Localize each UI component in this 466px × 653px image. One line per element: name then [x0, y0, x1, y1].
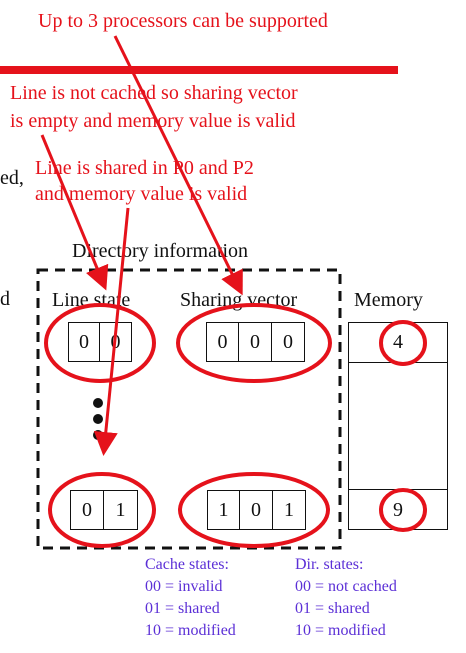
- line-state-bit: 1: [104, 490, 138, 530]
- memory-value-ellipse: [379, 488, 427, 532]
- cache-states-title: Cache states:: [145, 556, 229, 573]
- arrow: [113, 35, 243, 296]
- dir-states-title: Dir. states:: [295, 556, 364, 573]
- slide-text-fragment: ed,: [0, 167, 24, 189]
- arrow: [40, 134, 109, 291]
- processors-annotation: Up to 3 processors can be supported: [38, 10, 328, 32]
- line-state-ellipse: [48, 472, 156, 548]
- ellipsis-dot: [93, 398, 103, 408]
- sharing-vector-bit: 1: [207, 490, 240, 530]
- sharing-vector-bit: 0: [206, 322, 239, 362]
- line-state-bit: 0: [70, 490, 104, 530]
- directory-box: [36, 268, 342, 550]
- shared-annotation-line1: Line is shared in P0 and P2: [35, 157, 254, 179]
- dir-state-item: 01 = shared: [295, 600, 370, 617]
- memory-value-ellipse: [379, 320, 427, 366]
- dir-state-item: 10 = modified: [295, 622, 386, 639]
- dir-state-item: 00 = not cached: [295, 578, 397, 595]
- cache-state-item: 01 = shared: [145, 600, 220, 617]
- cache-state-item: 00 = invalid: [145, 578, 223, 595]
- not-cached-annotation-line2: is empty and memory value is valid: [10, 110, 296, 132]
- ellipsis-dot: [93, 414, 103, 424]
- line-state-ellipse: [44, 303, 156, 383]
- not-cached-annotation-line1: Line is not cached so sharing vector: [10, 82, 298, 104]
- sharing-vector-bit: 1: [273, 490, 306, 530]
- red-bar: [0, 66, 398, 74]
- sharing-vector-bit: 0: [272, 322, 305, 362]
- line-state-bit: 0: [68, 322, 100, 362]
- sharing-vector-bit: 0: [240, 490, 273, 530]
- cache-state-item: 10 = modified: [145, 622, 236, 639]
- memory-header: Memory: [354, 289, 423, 311]
- sharing-vector-ellipse: [178, 472, 330, 548]
- directory-title: Directory information: [72, 240, 249, 262]
- arrow: [93, 207, 130, 456]
- ellipsis-dot: [93, 430, 103, 440]
- sharing-vector-bit: 0: [239, 322, 272, 362]
- sharing-vector-ellipse: [176, 303, 332, 383]
- slide-text-fragment: d: [0, 288, 10, 310]
